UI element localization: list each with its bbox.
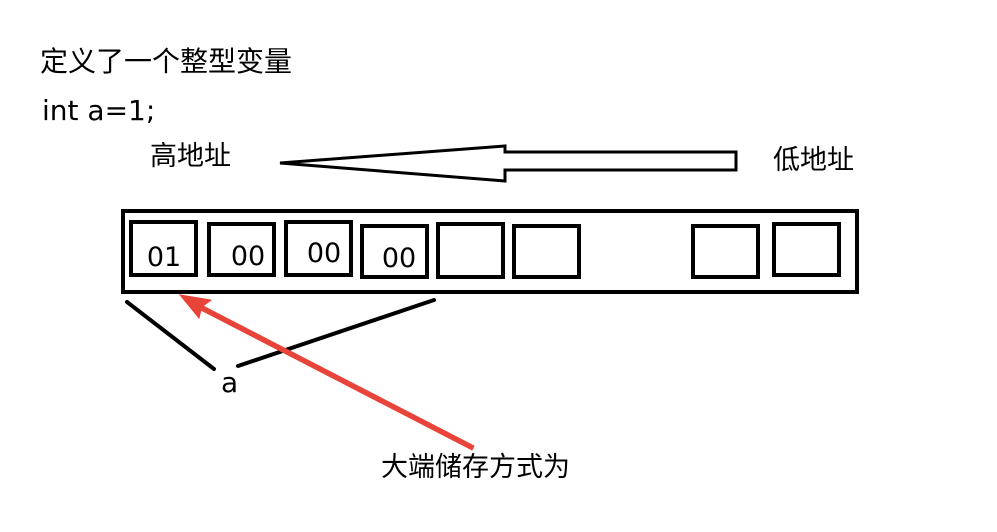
memory-cell-5 [512,224,581,279]
memory-cell-6 [691,224,760,279]
byte-value-2: 00 [307,238,341,269]
memory-cell-1 [207,222,276,277]
memory-cell-3 [360,224,429,279]
memory-cells [129,220,841,279]
high-address-label: 高地址 [150,141,231,172]
address-direction-arrow [279,144,738,183]
byte-value-1: 00 [231,241,265,272]
variable-name-label: a [221,366,239,399]
byte-value-0: 01 [147,242,181,273]
memory-cell-2 [284,220,353,277]
memory-cell-7 [772,222,841,277]
big-endian-caption: 大端储存方式为 [381,452,570,483]
byte-value-3: 00 [382,243,416,274]
title-text: 定义了一个整型变量 [40,45,293,78]
low-address-label: 低地址 [773,145,854,176]
code-text: int a=1; [42,94,156,127]
big-endian-pointer-arrow [178,294,475,451]
variable-bracket-left [125,300,216,371]
memory-cell-4 [436,222,505,279]
memory-cell-0 [129,220,198,277]
variable-bracket-right [236,298,436,368]
